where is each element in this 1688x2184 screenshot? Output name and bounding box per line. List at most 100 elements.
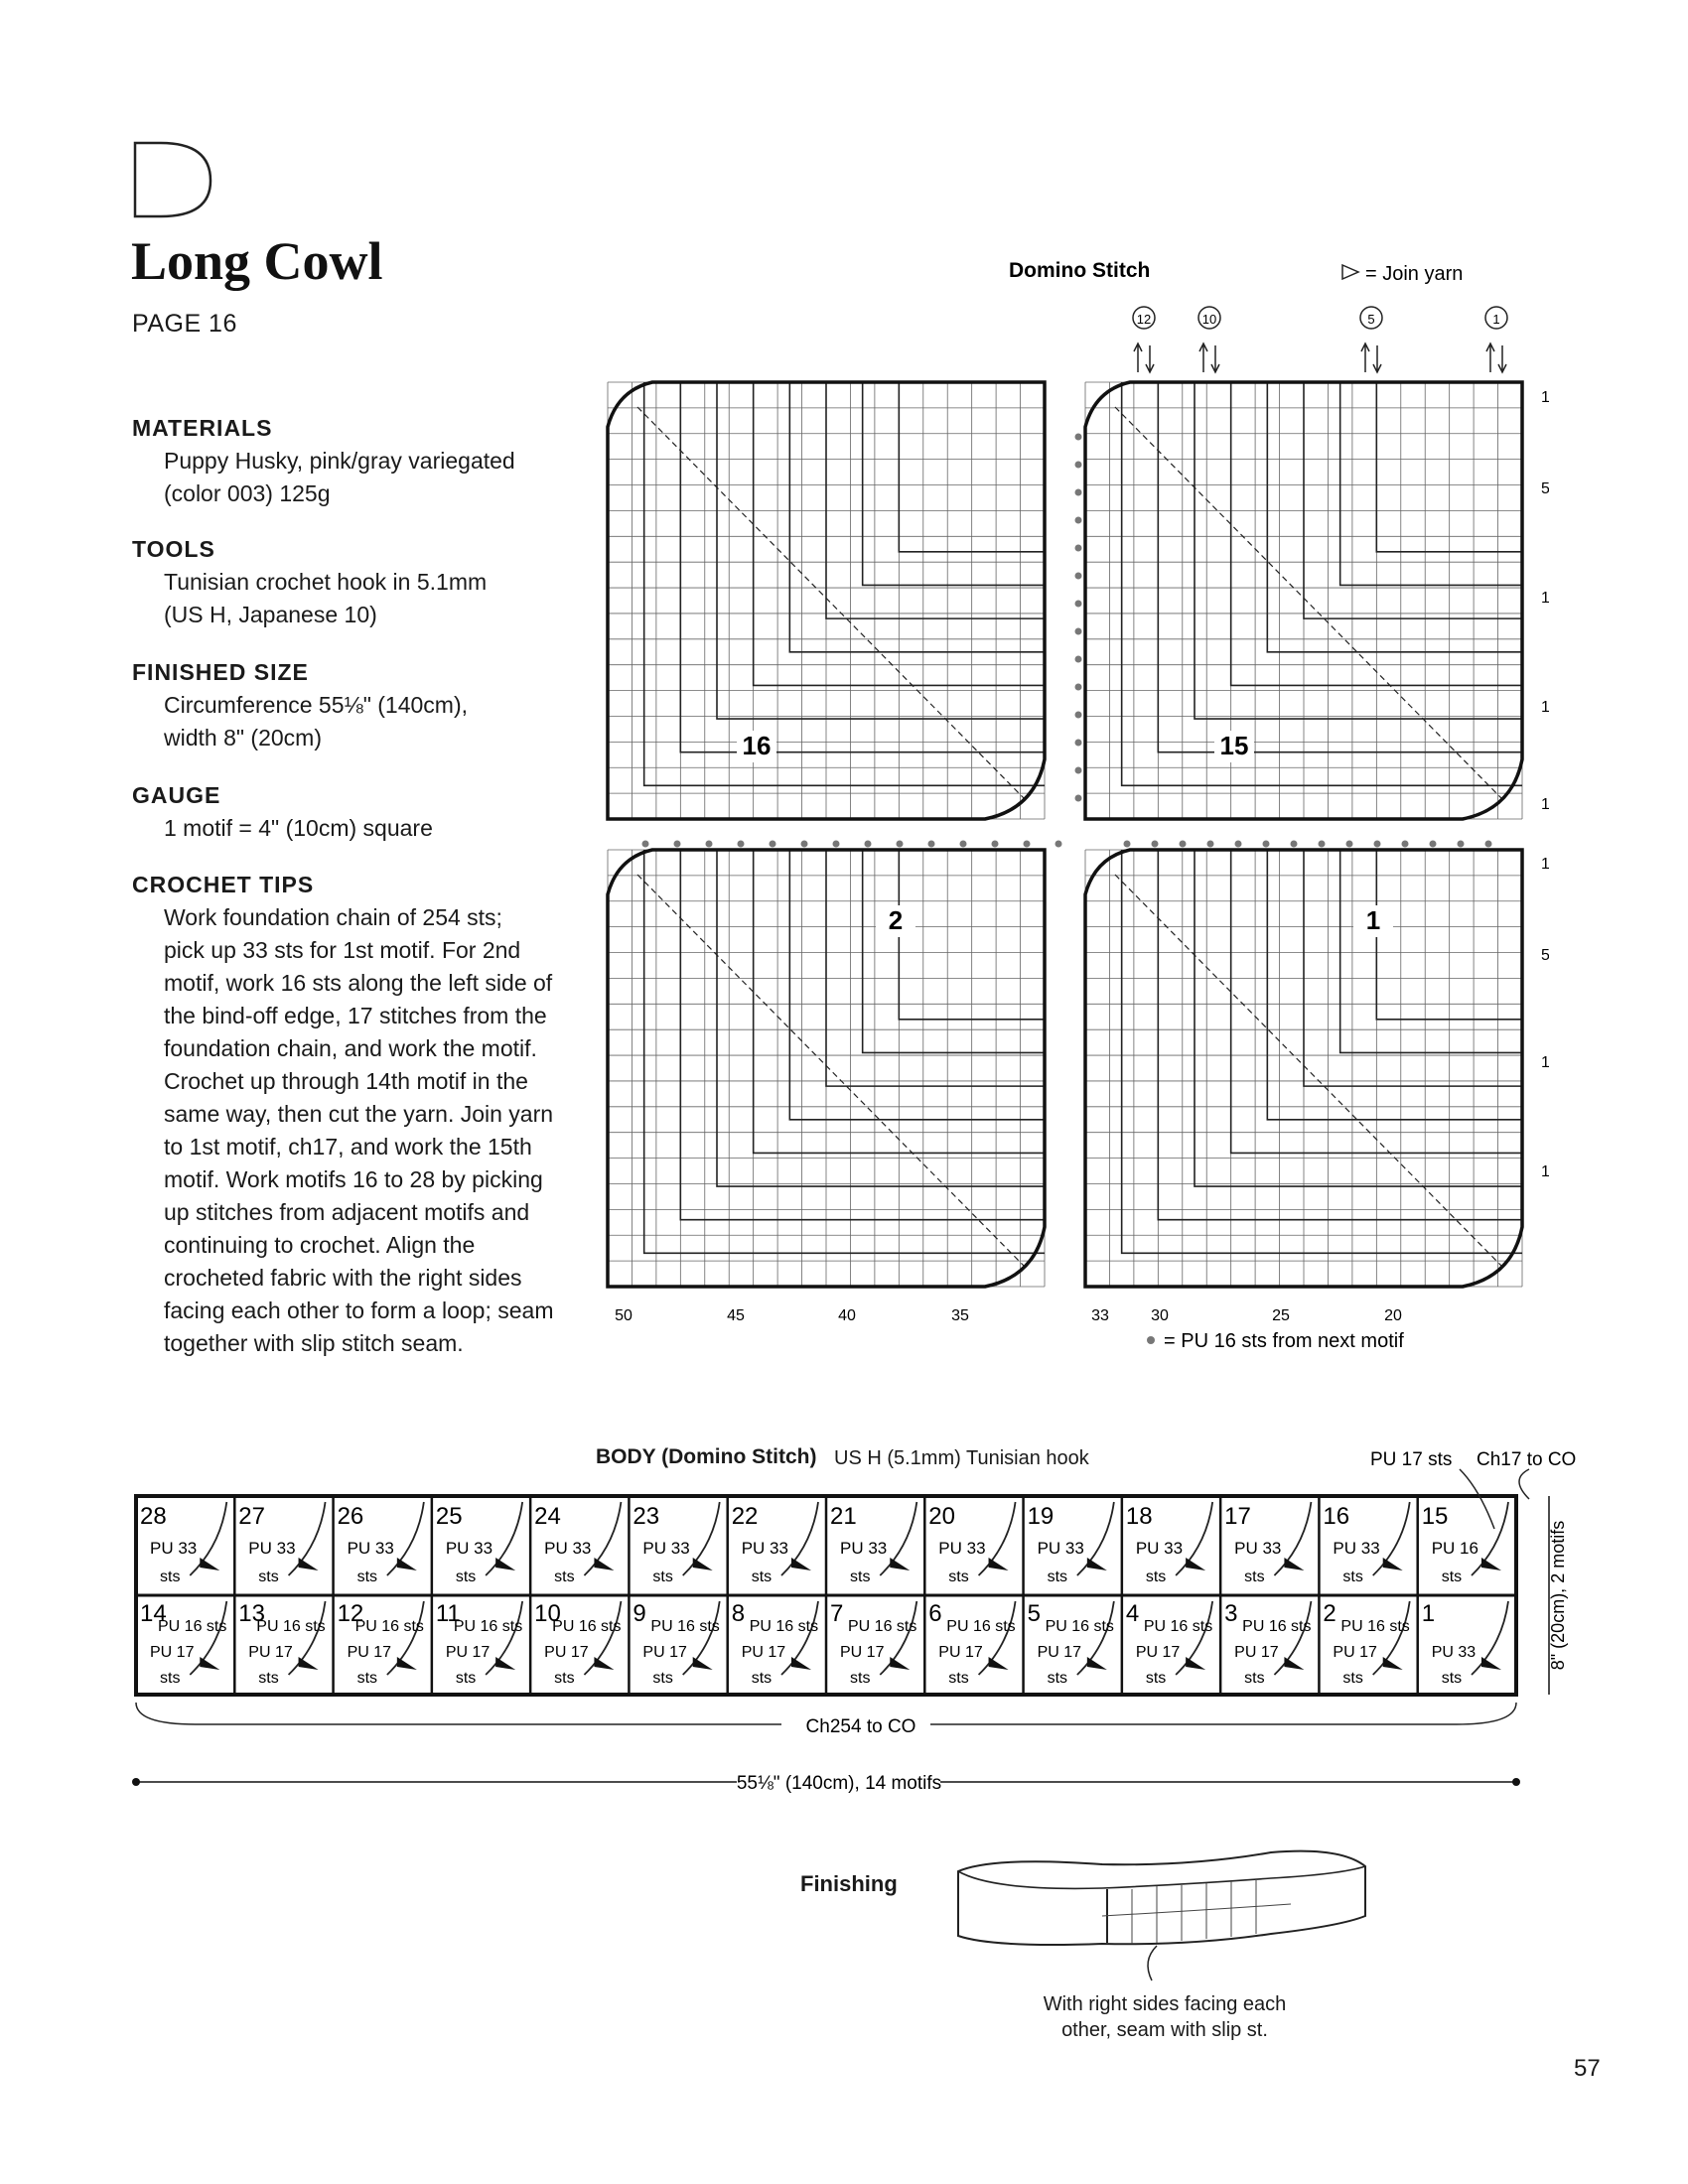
tips-line: the bind-off edge, 17 stitches from the <box>164 1000 554 1032</box>
motif-number: 8 <box>732 1600 745 1627</box>
pu-label: PU 16 sts <box>1242 1618 1311 1635</box>
gauge-heading: GAUGE <box>132 782 220 809</box>
pu-label: PU 33 <box>248 1539 295 1558</box>
domino-stitch-chart: Domino Stitch = Join yarn 16152112105115… <box>596 253 1549 1355</box>
pu-dot <box>1235 841 1242 848</box>
band-line <box>1195 850 1522 1186</box>
finished-size-line: Circumference 55⅛" (140cm), <box>164 689 468 722</box>
motif-number: 21 <box>830 1503 857 1530</box>
pu-dot <box>1075 656 1082 663</box>
pu-label: PU 16 <box>1432 1539 1478 1558</box>
pu-dot <box>1075 434 1082 441</box>
sts-label: sts <box>1048 1670 1067 1687</box>
band-line <box>863 850 1045 1052</box>
band-line <box>1122 382 1522 785</box>
tips-line: crocheted fabric with the right sides <box>164 1262 554 1295</box>
sts-label: sts <box>357 1670 377 1687</box>
tips-line: to 1st motif, ch17, and work the 15th <box>164 1131 554 1163</box>
motif-number: 15 <box>1220 731 1249 760</box>
motif-block <box>608 382 1045 819</box>
legend-pu: = PU 16 sts from next motif <box>1164 1330 1404 1352</box>
stitch-number: 33 <box>1091 1307 1109 1324</box>
motif-number: 17 <box>1224 1503 1251 1530</box>
sts-label: sts <box>456 1670 476 1687</box>
pu-dot <box>960 841 967 848</box>
label-ch254-co: Ch254 to CO <box>806 1716 916 1737</box>
sts-label: sts <box>1146 1569 1166 1585</box>
pu-dot <box>1319 841 1326 848</box>
sts-label: sts <box>948 1569 968 1585</box>
sts-label: sts <box>456 1569 476 1585</box>
stitch-number: 45 <box>727 1307 745 1324</box>
motif-block <box>1085 850 1522 1287</box>
pu-dot <box>1346 841 1353 848</box>
pu-dot <box>1180 841 1187 848</box>
row-number: 1 <box>1541 389 1549 406</box>
motif-number: 18 <box>1126 1503 1153 1530</box>
row-direction-arrows <box>1486 343 1506 372</box>
pu-label: PU 16 sts <box>1046 1618 1114 1635</box>
pu-label: PU 17 <box>1136 1644 1181 1661</box>
band-line <box>1267 382 1522 652</box>
band-line <box>1304 850 1522 1086</box>
sts-label: sts <box>752 1569 772 1585</box>
motif-number: 25 <box>436 1503 463 1530</box>
finished-size-text: Circumference 55⅛" (140cm), width 8" (20… <box>164 689 468 754</box>
motif-number: 16 <box>743 731 772 760</box>
tools-heading: TOOLS <box>132 536 215 563</box>
sts-label: sts <box>1146 1670 1166 1687</box>
band-line <box>1340 382 1522 585</box>
sts-label: sts <box>554 1670 574 1687</box>
row-marker-label: 5 <box>1367 312 1374 327</box>
pu-label: PU 33 <box>544 1539 591 1558</box>
pointer-line <box>1460 1469 1494 1529</box>
materials-heading: MATERIALS <box>132 415 272 442</box>
motif-number: 23 <box>633 1503 659 1530</box>
band-line <box>1195 382 1522 719</box>
sts-label: sts <box>1342 1569 1362 1585</box>
motif-number: 3 <box>1224 1600 1237 1627</box>
motif-number: 1 <box>1366 905 1380 935</box>
label-ch17-co: Ch17 to CO <box>1477 1449 1576 1470</box>
tips-line: foundation chain, and work the motif. <box>164 1032 554 1065</box>
tips-line: up stitches from adjacent motifs and <box>164 1196 554 1229</box>
sts-label: sts <box>1442 1670 1462 1687</box>
row-direction-arrows <box>1199 343 1219 372</box>
motif-number: 28 <box>140 1503 167 1530</box>
band-line <box>717 850 1045 1186</box>
pu-label: PU 16 sts <box>650 1618 719 1635</box>
row-direction-arrows <box>1361 343 1381 372</box>
pu-dot <box>706 841 713 848</box>
finishing-illustration <box>943 1846 1380 2005</box>
motif-number: 26 <box>338 1503 364 1530</box>
sts-label: sts <box>1048 1569 1067 1585</box>
pu-dot <box>1075 628 1082 635</box>
page-number: 57 <box>1574 2055 1601 2083</box>
pu-label: PU 33 <box>1038 1539 1084 1558</box>
tips-line: pick up 33 sts for 1st motif. For 2nd <box>164 934 554 967</box>
diagonal-line <box>1115 407 1502 799</box>
tips-heading: CROCHET TIPS <box>132 872 314 898</box>
row-number: 15 <box>1541 1163 1549 1180</box>
tips-line: Crochet up through 14th motif in the <box>164 1065 554 1098</box>
motif-number: 16 <box>1323 1503 1349 1530</box>
pu-label: PU 17 <box>348 1644 392 1661</box>
pu-dot <box>897 841 904 848</box>
pu-dot <box>1291 841 1298 848</box>
gauge-text: 1 motif = 4" (10cm) square <box>164 812 433 845</box>
tips-line: Work foundation chain of 254 sts; <box>164 901 554 934</box>
row-marker-label: 12 <box>1137 312 1151 327</box>
sts-label: sts <box>258 1670 278 1687</box>
band-line <box>717 382 1045 719</box>
row-number: 17 <box>1541 796 1549 813</box>
tips-line: motif. Work motifs 16 to 28 by picking <box>164 1163 554 1196</box>
pointer-line <box>1519 1469 1529 1499</box>
pu-label: PU 16 sts <box>552 1618 621 1635</box>
pu-label: PU 17 <box>446 1644 491 1661</box>
pu-dot <box>738 841 745 848</box>
pu-label: PU 33 <box>642 1539 689 1558</box>
pu-dot <box>1374 841 1381 848</box>
sts-label: sts <box>948 1670 968 1687</box>
pu-label: PU 33 <box>1333 1539 1379 1558</box>
finishing-caption: With right sides facing each other, seam… <box>1021 1991 1309 2043</box>
